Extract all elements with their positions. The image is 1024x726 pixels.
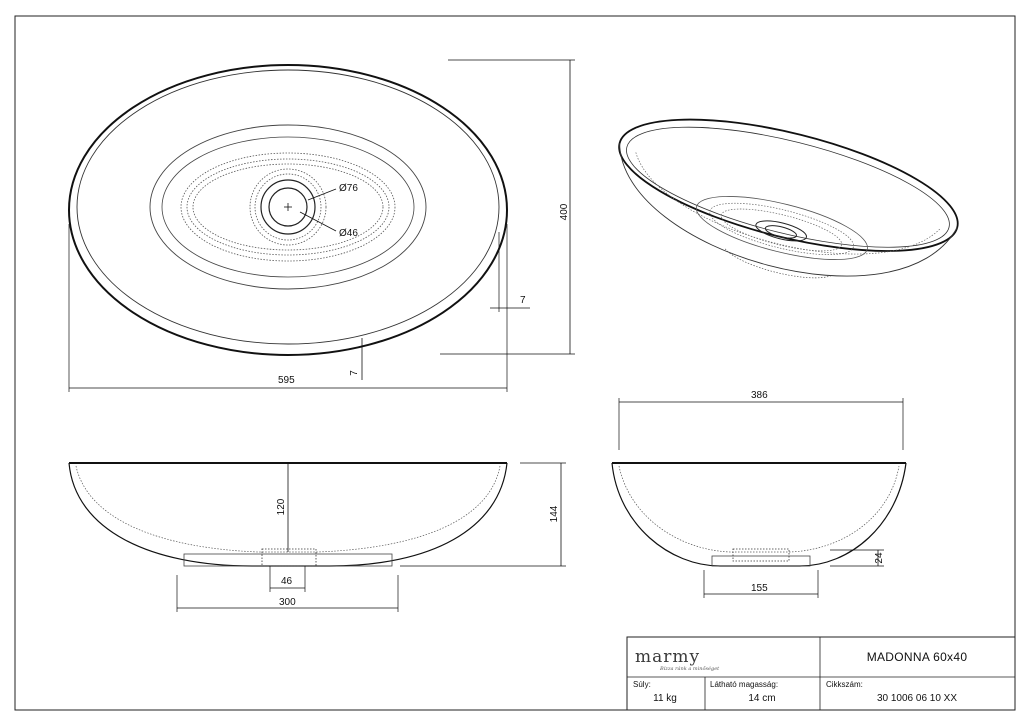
height-value: 14 cm	[748, 693, 775, 704]
side-base-plinth	[711, 555, 811, 567]
persp-rim-outer	[618, 118, 959, 252]
top-view-basin-outer	[149, 124, 427, 290]
height-label: Látható magasság:	[710, 680, 778, 689]
persp-base	[724, 248, 833, 279]
persp-drain-inner	[764, 225, 798, 239]
dim-side-base-height: 24	[874, 552, 885, 564]
code-label: Cikkszám:	[826, 680, 863, 689]
persp-rim-inner	[626, 126, 950, 248]
brand-tagline: Bízza ránk a minőséget	[659, 665, 720, 672]
dim-rim-bottom: 7	[349, 370, 360, 376]
front-drain	[261, 548, 317, 567]
drain-inner-leader	[299, 211, 337, 232]
persp-basin-ring-3	[720, 208, 843, 252]
dim-drain-outer: Ø76	[339, 183, 358, 194]
top-view-rim-inner	[76, 69, 500, 345]
code-value: 30 1006 06 10 XX	[877, 693, 957, 704]
product-name: MADONNA 60x40	[867, 650, 968, 664]
top-view-drain-inner	[268, 187, 308, 227]
persp-basin-ring-1	[695, 196, 868, 260]
dim-top-width: 595	[278, 375, 295, 386]
top-view-drain-dotted-inner	[254, 173, 322, 241]
persp-bowl-body	[619, 143, 958, 277]
side-bowl-inner	[618, 465, 900, 553]
dim-rim-right: 7	[520, 295, 526, 306]
sheet-border	[14, 15, 1016, 711]
top-view-basin-dotted-1	[180, 152, 396, 262]
side-drain	[732, 548, 790, 562]
drain-outer-leader	[307, 188, 337, 201]
dim-side-base: 155	[751, 583, 768, 594]
persp-drain-outer	[755, 220, 807, 242]
weight-label: Súly:	[633, 680, 651, 689]
perspective-view	[618, 118, 959, 279]
top-view-basin-dotted-2	[186, 158, 390, 256]
persp-basin-ring-2	[709, 202, 854, 256]
brand-logo: marmy	[635, 647, 700, 667]
top-view-drain-outer	[260, 179, 316, 235]
top-view-basin-mid	[161, 136, 415, 278]
title-block: marmy Bízza ránk a minőséget MADONNA 60x…	[626, 636, 1016, 711]
top-view-basin-dotted-3	[192, 163, 384, 251]
dim-top-height: 400	[559, 203, 570, 220]
top-view: Ø76 Ø46 595 400 7 7	[68, 59, 575, 392]
front-bowl-inner	[75, 465, 501, 553]
persp-bowl-inner-curve	[635, 152, 941, 255]
side-view: 386 24 155	[611, 390, 907, 598]
side-bowl-outline	[611, 462, 907, 567]
top-view-rim-outer	[68, 64, 508, 356]
dim-front-drain: 46	[281, 576, 293, 587]
dim-front-height: 144	[549, 505, 560, 522]
front-view: 120 144 46 300	[68, 462, 566, 612]
top-view-drain-dotted-outer	[249, 168, 327, 246]
dim-front-inner-depth: 120	[276, 498, 287, 515]
title-block-frame	[626, 636, 1016, 711]
dim-drain-inner: Ø46	[339, 228, 358, 239]
dim-side-width: 386	[751, 390, 768, 401]
weight-value: 11 kg	[653, 693, 677, 704]
dim-front-base: 300	[279, 597, 296, 608]
